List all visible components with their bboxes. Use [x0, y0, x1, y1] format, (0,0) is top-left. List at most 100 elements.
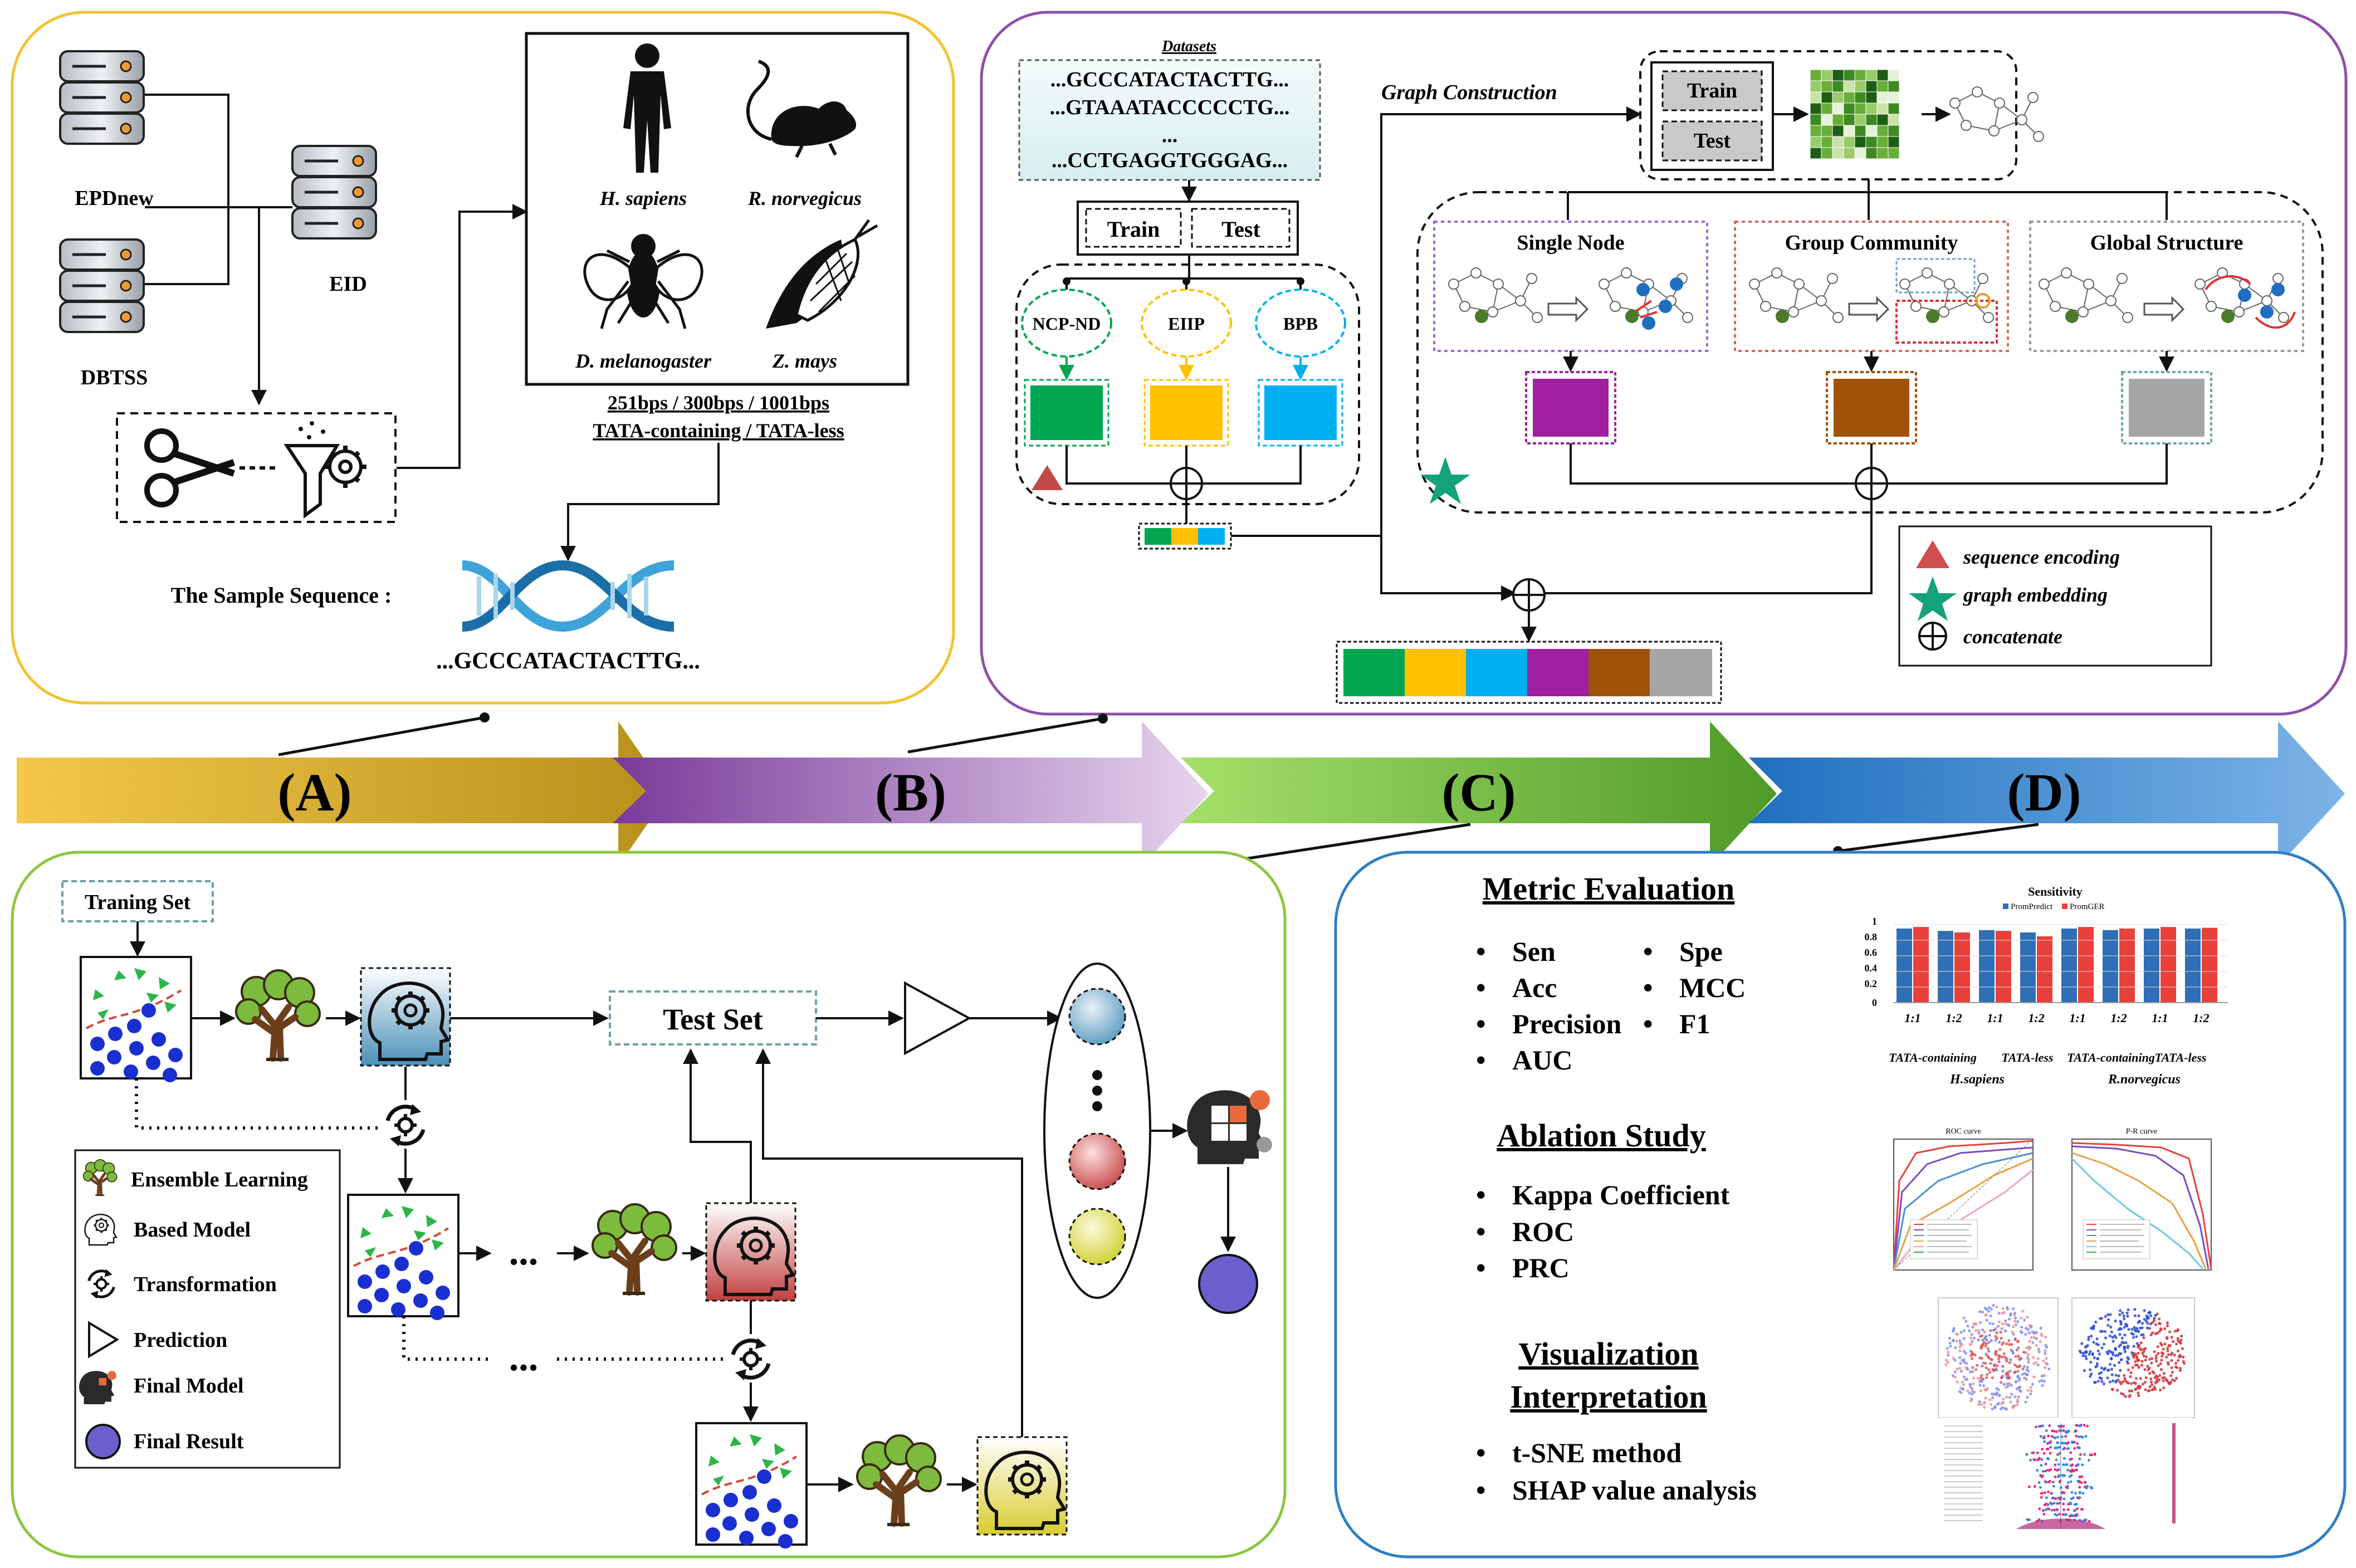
- metric-sen: Sen: [1512, 936, 1556, 967]
- legend-prediction: Prediction: [134, 1328, 227, 1352]
- sens-bar-promger: [1913, 927, 1929, 1003]
- ablation-study-title: Ablation Study: [1497, 1117, 1706, 1154]
- svg-text:•: •: [1476, 936, 1486, 967]
- ellipsis-2: ...: [509, 1336, 539, 1379]
- arrow-label-c: (C): [1441, 763, 1516, 822]
- sens-bar-promger: [2202, 927, 2217, 1003]
- datasets-title: Datasets: [1161, 38, 1216, 55]
- dna-helix-icon: [462, 560, 674, 632]
- prediction-circle-blue: [1068, 988, 1126, 1046]
- epdnew-database-icon: [60, 51, 144, 144]
- metric-acc: Acc: [1512, 972, 1557, 1003]
- svg-text:•: •: [1476, 1437, 1486, 1468]
- tata-types: TATA-containing / TATA-less: [593, 419, 844, 442]
- final-result-circle: [1198, 1254, 1258, 1314]
- svg-text:•: •: [1476, 972, 1486, 1003]
- sens-group-tata-containing-1: TATA-containing: [1889, 1051, 1977, 1064]
- interpretation-title: Interpretation: [1510, 1379, 1707, 1415]
- metric-f1: F1: [1679, 1008, 1710, 1039]
- legend-ensemble-learning: Ensemble Learning: [131, 1168, 308, 1191]
- legend-sequence-encoding: sequence encoding: [1963, 546, 2120, 568]
- sens-bar-prompredict: [2185, 929, 2201, 1003]
- db-label-epdnew: EPDnew: [75, 187, 154, 210]
- metrics-list: •Sen •Acc •Precision •AUC •Spe •MCC •F1: [1476, 936, 1746, 1076]
- metric-evaluation-title: Metric Evaluation: [1483, 871, 1735, 907]
- sens-bar-prompredict: [2103, 930, 2118, 1003]
- graph-test-box: [1661, 120, 1763, 162]
- sens-bar-prompredict: [1979, 930, 1995, 1003]
- sens-ratio-label: 1:1: [1904, 1011, 1920, 1025]
- test-set-box: [609, 990, 817, 1046]
- encoding-label-eiip: EIIP: [1168, 314, 1205, 334]
- prediction-triangle: [904, 981, 972, 1056]
- sens-group-tata-containing-2: TATA-containing: [2067, 1051, 2155, 1064]
- sens-tick-04: 0.4: [1865, 963, 1878, 974]
- visualization-list: •t-SNE method •SHAP value analysis: [1476, 1437, 1757, 1506]
- concat-symbol-b1: [1170, 467, 1203, 500]
- sens-tick-08: 0.8: [1865, 931, 1878, 942]
- sens-group-tata-less-1: TATA-less: [2002, 1051, 2054, 1064]
- svg-text:•: •: [1643, 972, 1653, 1003]
- human-icon: [623, 43, 671, 173]
- vis-shap: SHAP value analysis: [1512, 1474, 1757, 1506]
- sens-tick-06: 0.6: [1865, 947, 1878, 958]
- ncp-nd-encoding: [1021, 289, 1112, 358]
- legend-concatenate: concatenate: [1963, 626, 2062, 648]
- arrow-label-a: (A): [277, 763, 351, 822]
- legend-concat-icon: [1918, 622, 1947, 651]
- bpb-feature-block: [1264, 385, 1337, 440]
- legend-transformation: Transformation: [134, 1273, 277, 1296]
- test-label: Test: [1221, 217, 1260, 242]
- species-label-z-mays: Z. mays: [772, 350, 837, 372]
- train-label: Train: [1107, 217, 1160, 242]
- sens-bar-promger: [1954, 932, 1970, 1003]
- arrow-d: [1749, 721, 2345, 866]
- panel-c: Traning Set Test Set ... ...: [11, 851, 1287, 1559]
- group-community-box: [1734, 221, 2009, 352]
- arrow-b: [613, 721, 1209, 866]
- stage-arrows: (A) (B) (C) (D): [17, 712, 2345, 867]
- roc-curve-title: ROC curve: [1946, 1127, 1981, 1136]
- legend-final-result: Final Result: [134, 1430, 244, 1453]
- single-node-embedding: [1533, 379, 1609, 437]
- eiip-encoding: [1141, 289, 1232, 358]
- sens-bar-promger: [2161, 927, 2176, 1003]
- db-label-eid: EID: [329, 272, 367, 296]
- sens-ratio-label: 1:2: [2193, 1011, 2209, 1025]
- scissors-icon: [144, 428, 278, 507]
- group-community-embedding: [1834, 379, 1909, 437]
- global-structure-title: Global Structure: [2090, 231, 2243, 255]
- panel-c-legend: [74, 1149, 341, 1469]
- train-box: [1085, 208, 1182, 248]
- shap-plot: [1935, 1418, 2192, 1537]
- sens-species-r-norvegicus: R.norvegicus: [2108, 1072, 2181, 1087]
- group-community-title: Group Community: [1785, 231, 1958, 255]
- sens-bar-prompredict: [2020, 932, 2036, 1003]
- roc-curve-chart: ROC curve: [1893, 1127, 2034, 1271]
- ablation-roc: ROC: [1512, 1216, 1574, 1247]
- sens-bar-prompredict: [1938, 931, 1953, 1003]
- ellipsis-1: ...: [509, 1230, 539, 1273]
- graph-test-label: Test: [1694, 129, 1731, 153]
- sensitivity-chart: Sensitivity PromPredict PromGER 1 0.8 0.…: [1865, 885, 2228, 1087]
- legend-final-model-icon: [79, 1371, 116, 1404]
- panel-b: Datasets ...GCCCATACTACTTG... ...GTAAATA…: [980, 11, 2348, 716]
- legend-triangle-icon: [1916, 540, 1949, 568]
- species-label-d-melanogaster: D. melanogaster: [575, 350, 712, 372]
- bpb-encoding: [1255, 289, 1346, 358]
- sequence-lengths: 251bps / 300bps / 1001bps: [608, 392, 829, 414]
- arrow-a: [17, 721, 668, 866]
- legend-promptpredict: PromPredict: [2011, 902, 2053, 911]
- sens-ratio-label: 1:1: [2069, 1011, 2085, 1025]
- sequence-encoding-triangle: [1032, 465, 1063, 490]
- group-community-graph: [1749, 258, 1998, 344]
- concat-symbol-b2: [1855, 467, 1888, 500]
- sens-ratio-label: 1:2: [2110, 1011, 2127, 1025]
- eid-database-icon: [292, 146, 376, 238]
- species-label-r-norvegicus: R. norvegicus: [747, 187, 862, 209]
- sens-ratio-label: 1:2: [1946, 1011, 1962, 1025]
- ablation-list: •Kappa Coefficient •ROC •PRC: [1476, 1179, 1730, 1283]
- global-structure-graph: [2039, 267, 2296, 329]
- vis-tsne: t-SNE method: [1512, 1437, 1682, 1468]
- metric-mcc: MCC: [1679, 972, 1746, 1003]
